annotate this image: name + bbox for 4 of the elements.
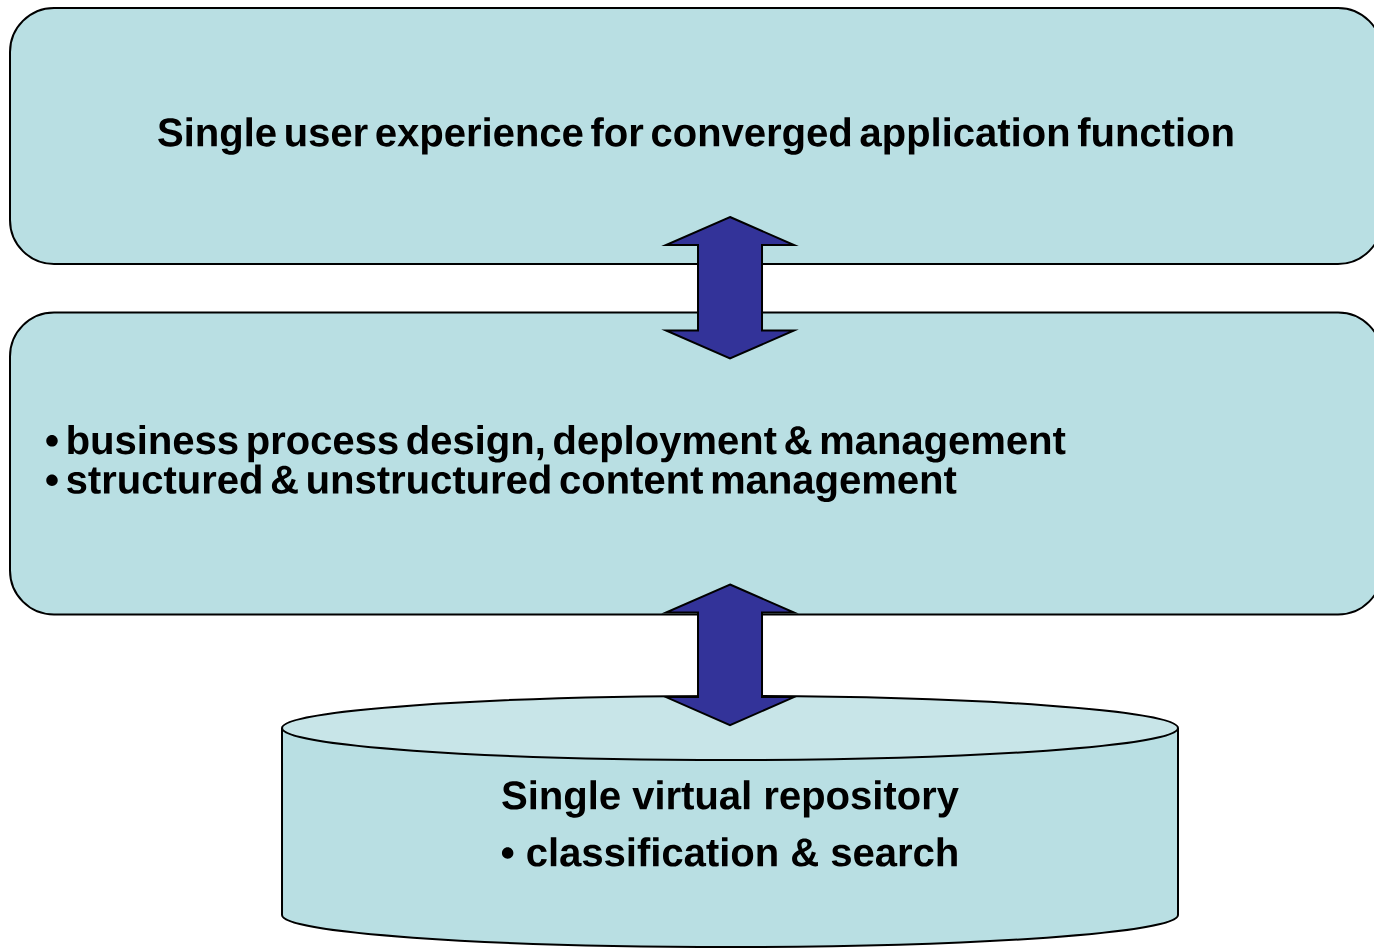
process-box: Single user experience for converged application function bbox=[9, 7, 1374, 265]
process-box: • business process design, deployment & management • structured & unstructured content management bbox=[9, 311, 1374, 616]
double-arrow bbox=[661, 583, 799, 727]
cylinder: Single virtual repository • classification & search bbox=[281, 695, 1179, 948]
